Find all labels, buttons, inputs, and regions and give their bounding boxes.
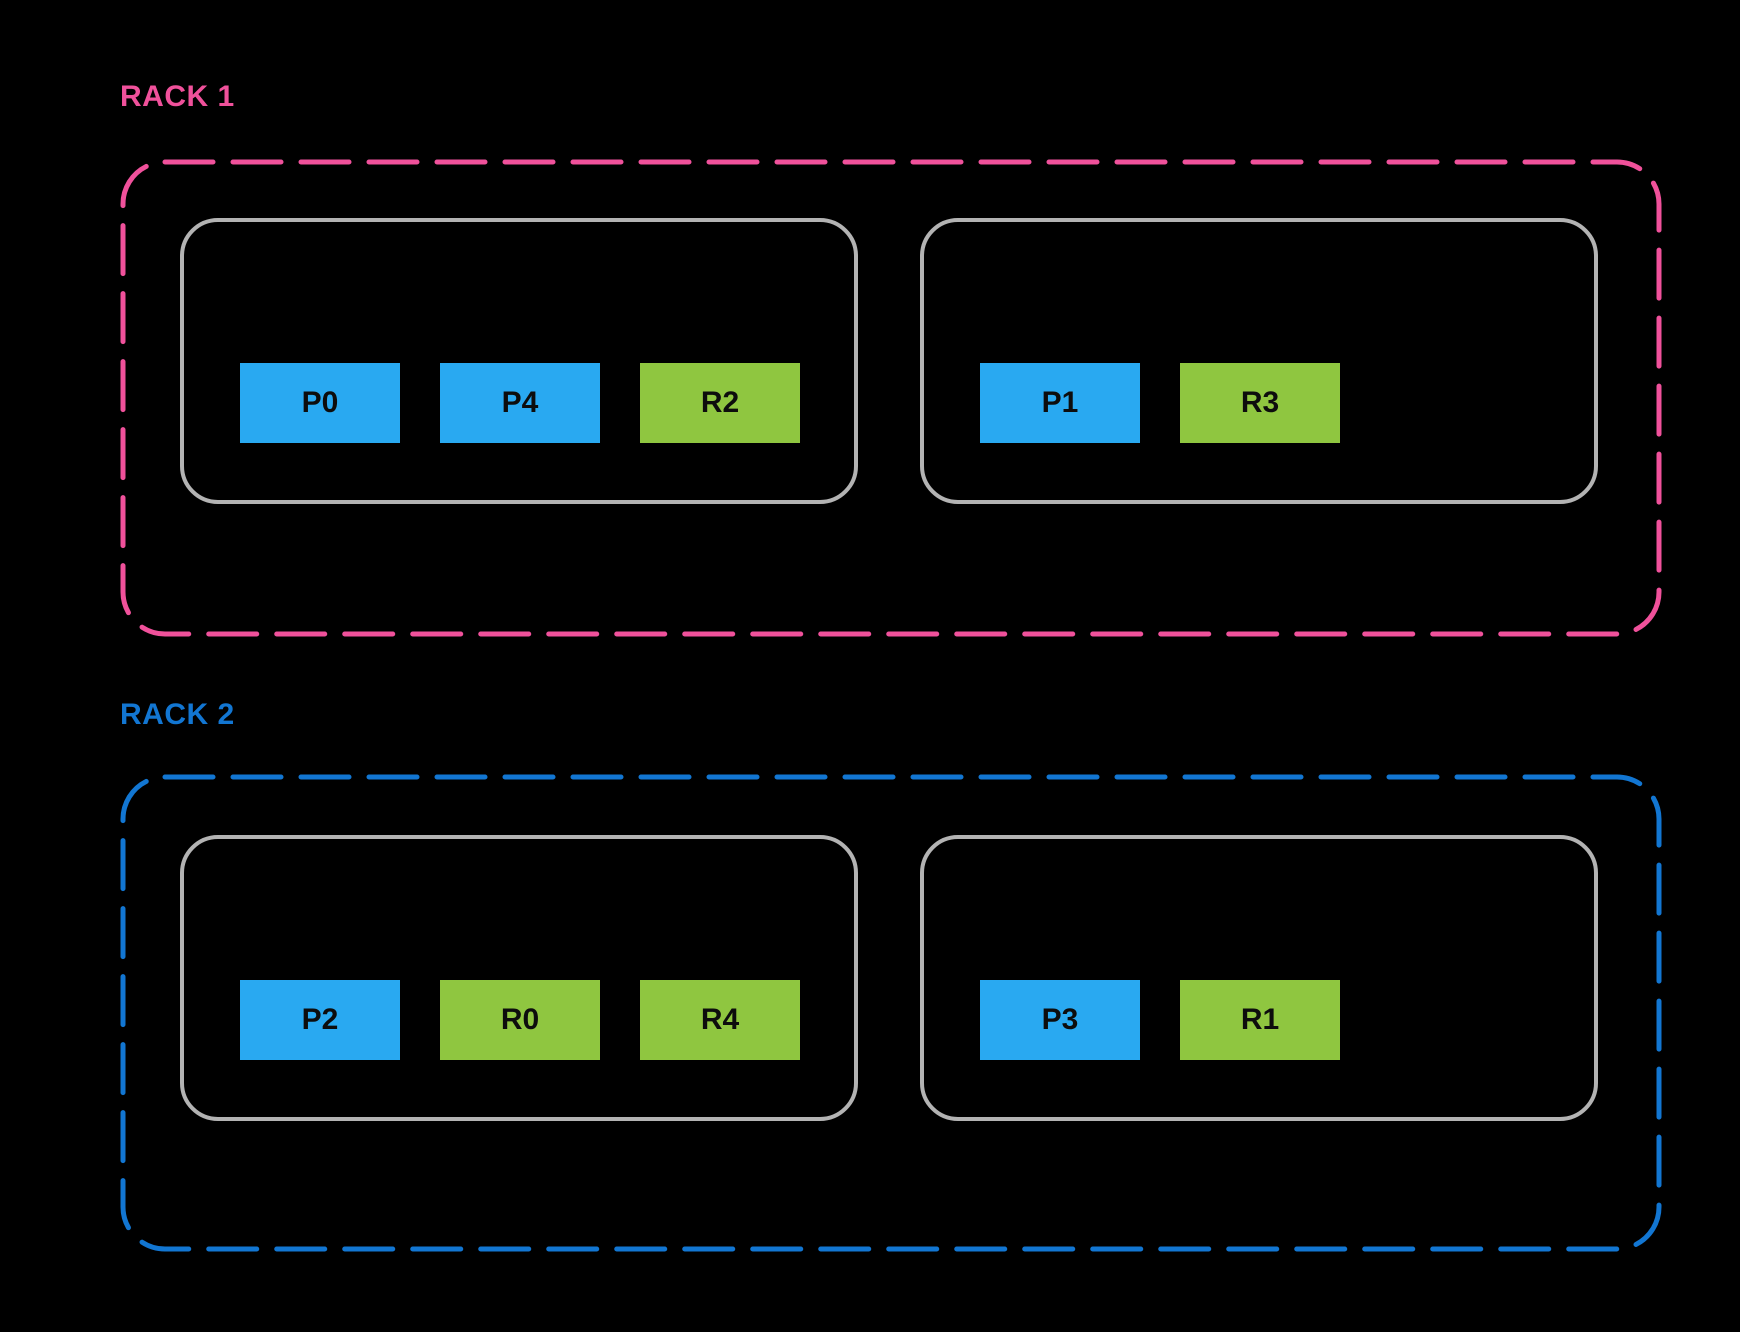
rack-1-dashed-border	[120, 159, 1662, 637]
rack-2-host-1-slots: P2 R0 R4	[240, 980, 800, 1060]
rack-1-host-2: P1 R3	[920, 218, 1598, 504]
rack-2-dashed-border	[120, 774, 1662, 1252]
shard-r3: R3	[1180, 363, 1340, 443]
rack-1-label: RACK 1	[120, 80, 235, 113]
rack-2-host-2-slots: P3 R1	[980, 980, 1340, 1060]
shard-p3: P3	[980, 980, 1140, 1060]
shard-p2: P2	[240, 980, 400, 1060]
shard-p1: P1	[980, 363, 1140, 443]
shard-r2: R2	[640, 363, 800, 443]
rack-1-host-1-slots: P0 P4 R2	[240, 363, 800, 443]
shard-p4: P4	[440, 363, 600, 443]
rack-2-label: RACK 2	[120, 698, 235, 731]
rack-2-host-1: P2 R0 R4	[180, 835, 858, 1121]
rack-1-host-2-slots: P1 R3	[980, 363, 1340, 443]
shard-r0: R0	[440, 980, 600, 1060]
rack-1-host-1: P0 P4 R2	[180, 218, 858, 504]
rack-2-host-2: P3 R1	[920, 835, 1598, 1121]
shard-r4: R4	[640, 980, 800, 1060]
shard-r1: R1	[1180, 980, 1340, 1060]
shard-p0: P0	[240, 363, 400, 443]
